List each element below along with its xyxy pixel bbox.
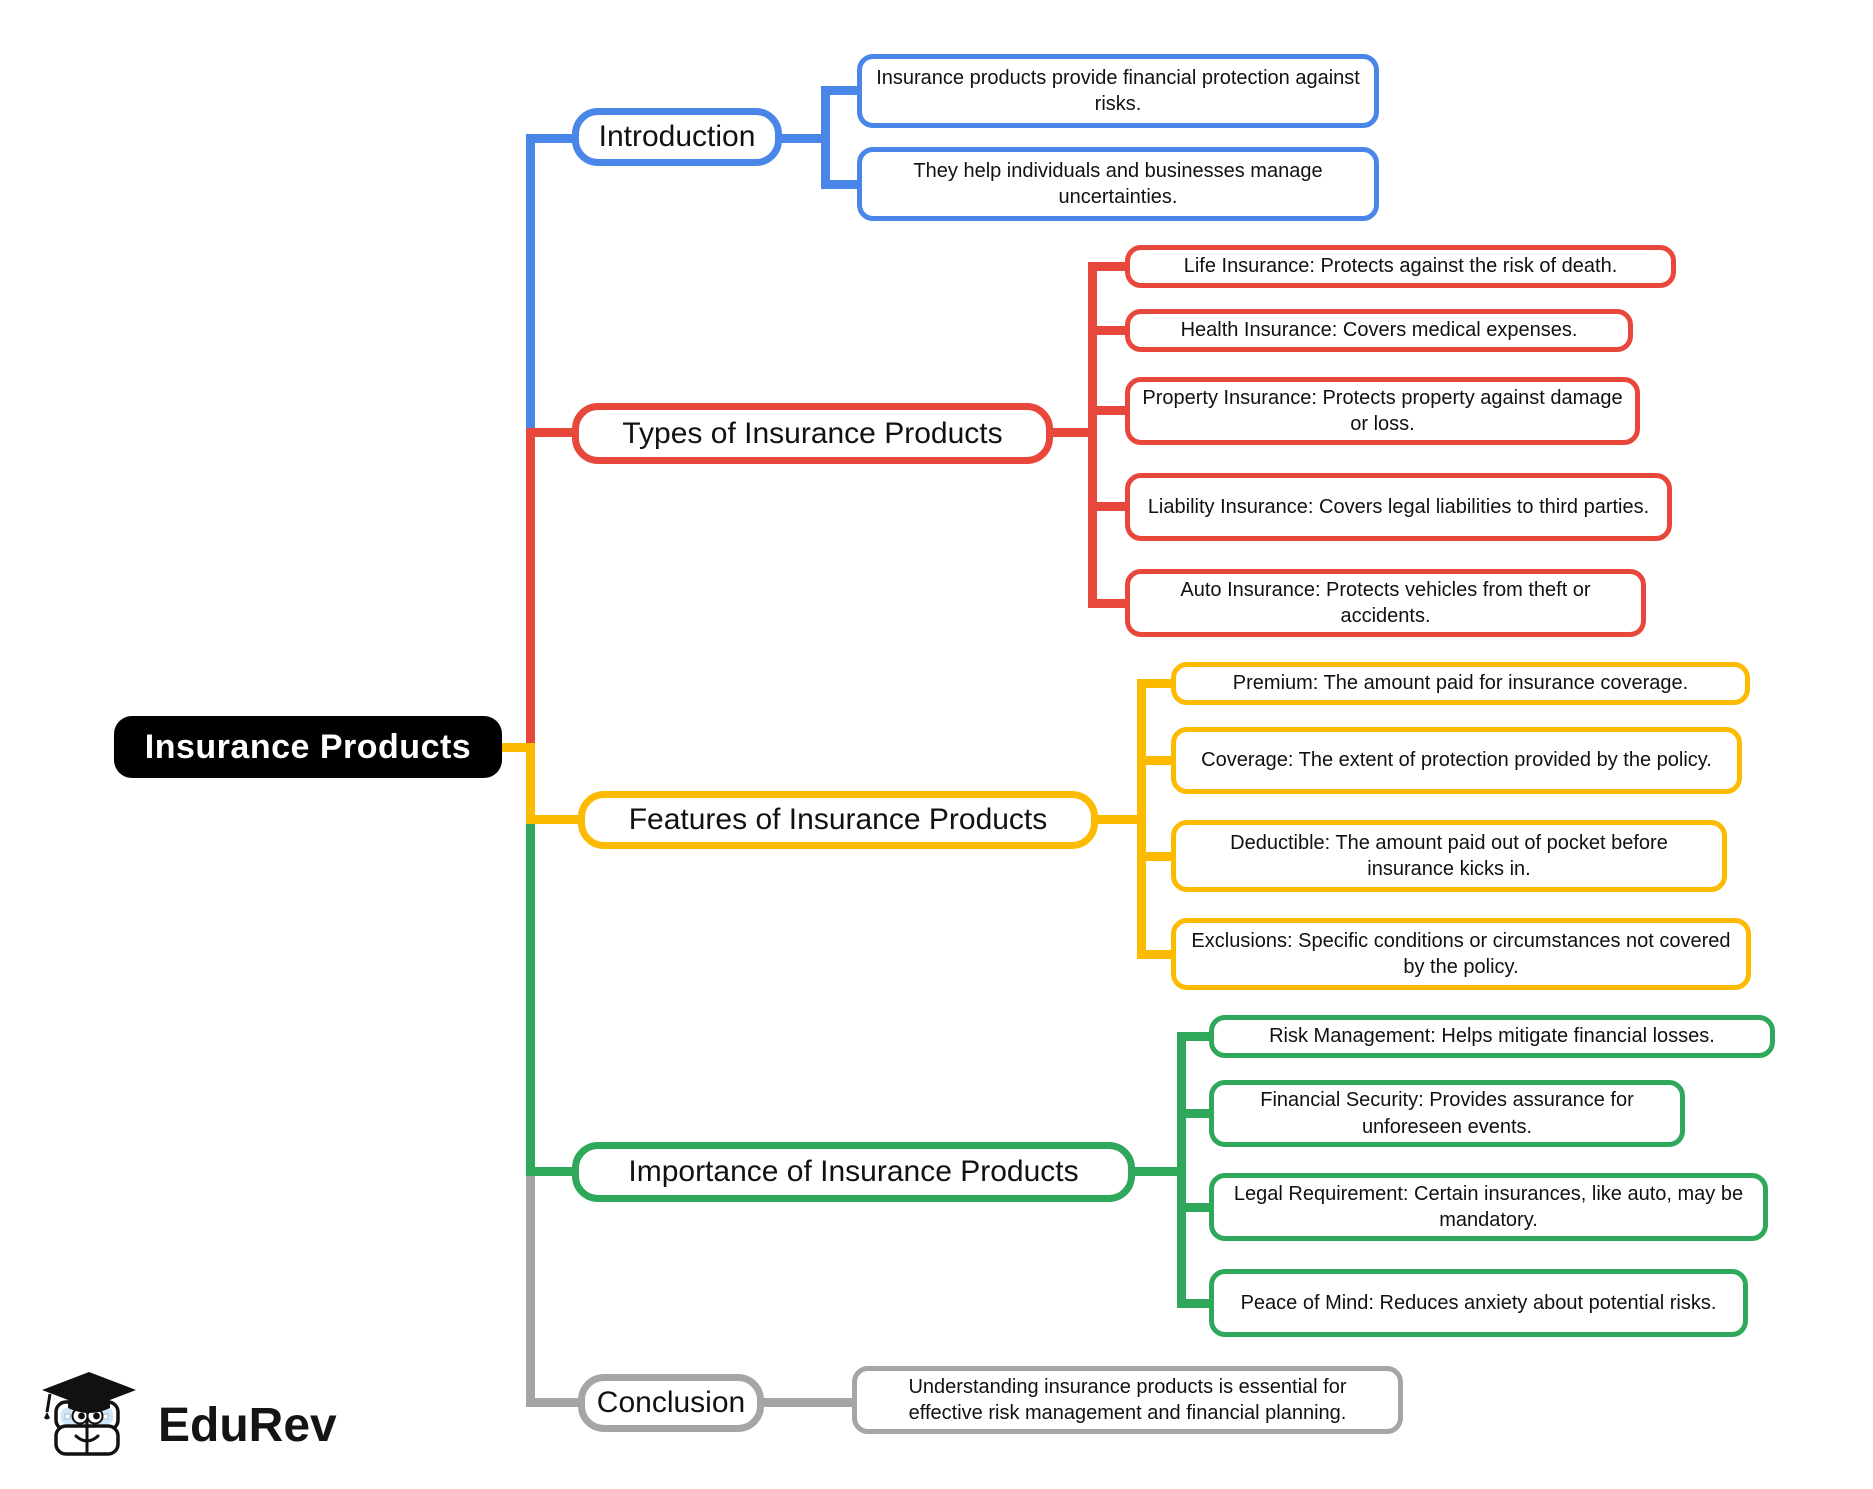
branch-node-introduction: Introduction <box>572 108 782 166</box>
connector-importance-left <box>526 1167 580 1176</box>
stub-importance-3 <box>1177 1203 1213 1212</box>
edurev-logo: EduRev <box>34 1366 337 1462</box>
trunk-segment-yellow <box>526 743 535 824</box>
stub-importance-2 <box>1177 1109 1213 1118</box>
leaf-types-5: Auto Insurance: Protects vehicles from t… <box>1125 569 1646 637</box>
leaf-features-4: Exclusions: Specific conditions or circu… <box>1171 918 1751 990</box>
connector-features-left <box>526 815 586 824</box>
connector-importance-right <box>1131 1167 1186 1176</box>
child-trunk-features <box>1137 679 1146 959</box>
child-trunk-importance <box>1177 1032 1186 1308</box>
stub-features-4 <box>1137 950 1175 959</box>
connector-conclusion-left <box>526 1398 586 1407</box>
stub-types-3 <box>1088 406 1129 415</box>
trunk-segment-green <box>526 815 535 1176</box>
trunk-segment-gray <box>526 1167 535 1407</box>
branch-node-types: Types of Insurance Products <box>572 403 1053 464</box>
stub-types-5 <box>1088 599 1129 608</box>
stub-importance-1 <box>1177 1032 1213 1041</box>
connector-root <box>498 743 535 752</box>
stub-types-4 <box>1088 502 1129 511</box>
connector-features-right <box>1094 815 1146 824</box>
trunk-segment-blue <box>526 134 535 437</box>
leaf-types-3: Property Insurance: Protects property ag… <box>1125 377 1640 445</box>
leaf-features-2: Coverage: The extent of protection provi… <box>1171 727 1742 794</box>
branch-node-features: Features of Insurance Products <box>578 791 1098 849</box>
leaf-types-4: Liability Insurance: Covers legal liabil… <box>1125 473 1672 541</box>
leaf-features-3: Deductible: The amount paid out of pocke… <box>1171 820 1727 892</box>
leaf-types-2: Health Insurance: Covers medical expense… <box>1125 309 1633 352</box>
child-trunk-types <box>1088 262 1097 608</box>
stub-types-2 <box>1088 326 1129 335</box>
stub-intro-1 <box>821 86 861 95</box>
stub-features-1 <box>1137 679 1175 688</box>
leaf-importance-3: Legal Requirement: Certain insurances, l… <box>1209 1173 1768 1241</box>
branch-node-importance: Importance of Insurance Products <box>572 1142 1135 1202</box>
branch-node-conclusion: Conclusion <box>578 1374 764 1432</box>
leaf-introduction-2: They help individuals and businesses man… <box>857 147 1379 221</box>
edurev-mascot-icon <box>42 1372 136 1456</box>
connector-introduction-right <box>778 134 830 143</box>
leaf-introduction-1: Insurance products provide financial pro… <box>857 54 1379 128</box>
leaf-importance-4: Peace of Mind: Reduces anxiety about pot… <box>1209 1269 1748 1337</box>
leaf-importance-2: Financial Security: Provides assurance f… <box>1209 1080 1685 1147</box>
stub-features-3 <box>1137 852 1175 861</box>
connector-conclusion-right <box>760 1398 856 1407</box>
stub-importance-4 <box>1177 1299 1213 1308</box>
connector-introduction-left <box>526 134 580 143</box>
stub-features-2 <box>1137 756 1175 765</box>
edurev-brand-text: EduRev <box>158 1398 337 1452</box>
child-trunk-introduction <box>821 86 830 189</box>
root-node: Insurance Products <box>114 716 502 778</box>
connector-types-right <box>1049 428 1097 437</box>
trunk-segment-red <box>526 428 535 752</box>
leaf-conclusion-1: Understanding insurance products is esse… <box>852 1366 1403 1434</box>
stub-intro-2 <box>821 180 861 189</box>
leaf-types-1: Life Insurance: Protects against the ris… <box>1125 245 1676 288</box>
stub-types-1 <box>1088 262 1129 271</box>
connector-types-left <box>526 428 580 437</box>
leaf-features-1: Premium: The amount paid for insurance c… <box>1171 662 1750 705</box>
leaf-importance-1: Risk Management: Helps mitigate financia… <box>1209 1015 1775 1058</box>
